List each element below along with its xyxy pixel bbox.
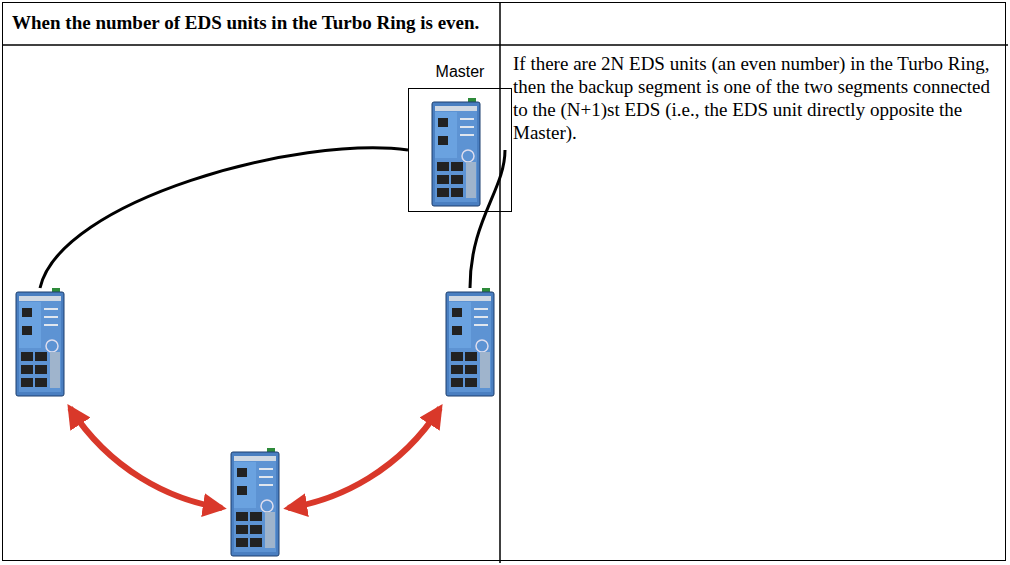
header-text: When the number of EDS units in the Turb… <box>12 12 479 34</box>
description-text: If there are 2N EDS units (an even numbe… <box>513 52 998 144</box>
node-label: Master <box>409 63 511 81</box>
master-box: Master <box>408 88 512 212</box>
